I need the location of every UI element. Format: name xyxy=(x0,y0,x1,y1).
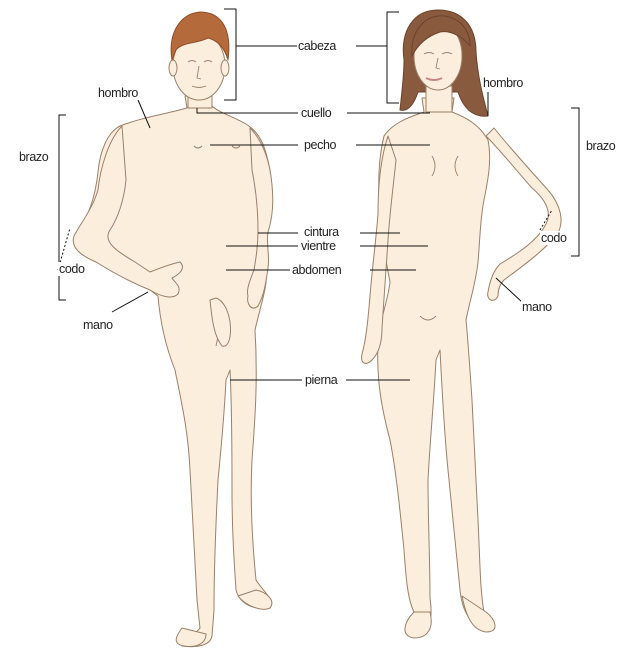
label-hombro-male: hombro xyxy=(97,86,139,100)
label-brazo-female: brazo xyxy=(585,139,616,153)
label-codo-male: codo xyxy=(58,262,86,276)
cabeza-bracket-female xyxy=(387,12,399,103)
label-hombro-female: hombro xyxy=(482,76,524,90)
label-cabeza: cabeza xyxy=(297,39,337,53)
label-codo-female: codo xyxy=(540,231,568,245)
label-mano-female: mano xyxy=(521,300,553,314)
brazo-bracket-right xyxy=(571,108,579,256)
label-cintura: cintura xyxy=(303,225,340,239)
label-pecho: pecho xyxy=(303,138,337,152)
female-figure xyxy=(362,10,561,638)
label-pierna: pierna xyxy=(304,373,338,387)
label-vientre: vientre xyxy=(300,239,337,253)
label-mano-male: mano xyxy=(82,318,114,332)
label-cuello: cuello xyxy=(300,106,332,120)
female-right-arm xyxy=(486,128,561,300)
female-body xyxy=(378,98,492,632)
label-brazo-male: brazo xyxy=(18,150,49,164)
label-abdomen: abdomen xyxy=(291,263,342,277)
